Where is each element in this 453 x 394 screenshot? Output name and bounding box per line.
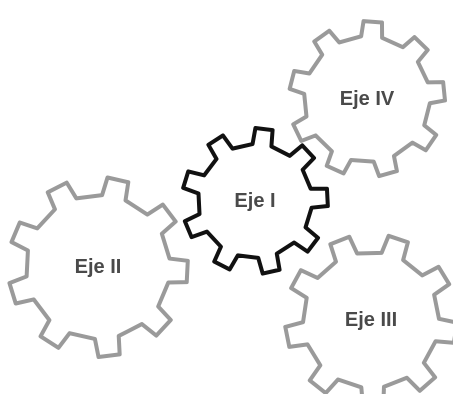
gear-eje-iii: Eje III bbox=[283, 233, 453, 394]
gear-eje-ii: Eje II bbox=[7, 175, 190, 359]
gear-ii-label: Eje II bbox=[75, 256, 122, 278]
gear-ii-outline-icon bbox=[7, 175, 190, 359]
gear-iv-outline-icon bbox=[287, 19, 447, 179]
gear-iii-outline-icon bbox=[283, 233, 453, 394]
gear-i-outline-icon bbox=[181, 126, 330, 276]
gear-eje-i: Eje I bbox=[181, 126, 330, 276]
gear-iv-label: Eje IV bbox=[340, 88, 395, 110]
gear-i-label: Eje I bbox=[234, 190, 275, 212]
gear-iii-label: Eje III bbox=[345, 309, 397, 331]
gear-eje-iv: Eje IV bbox=[287, 19, 447, 179]
